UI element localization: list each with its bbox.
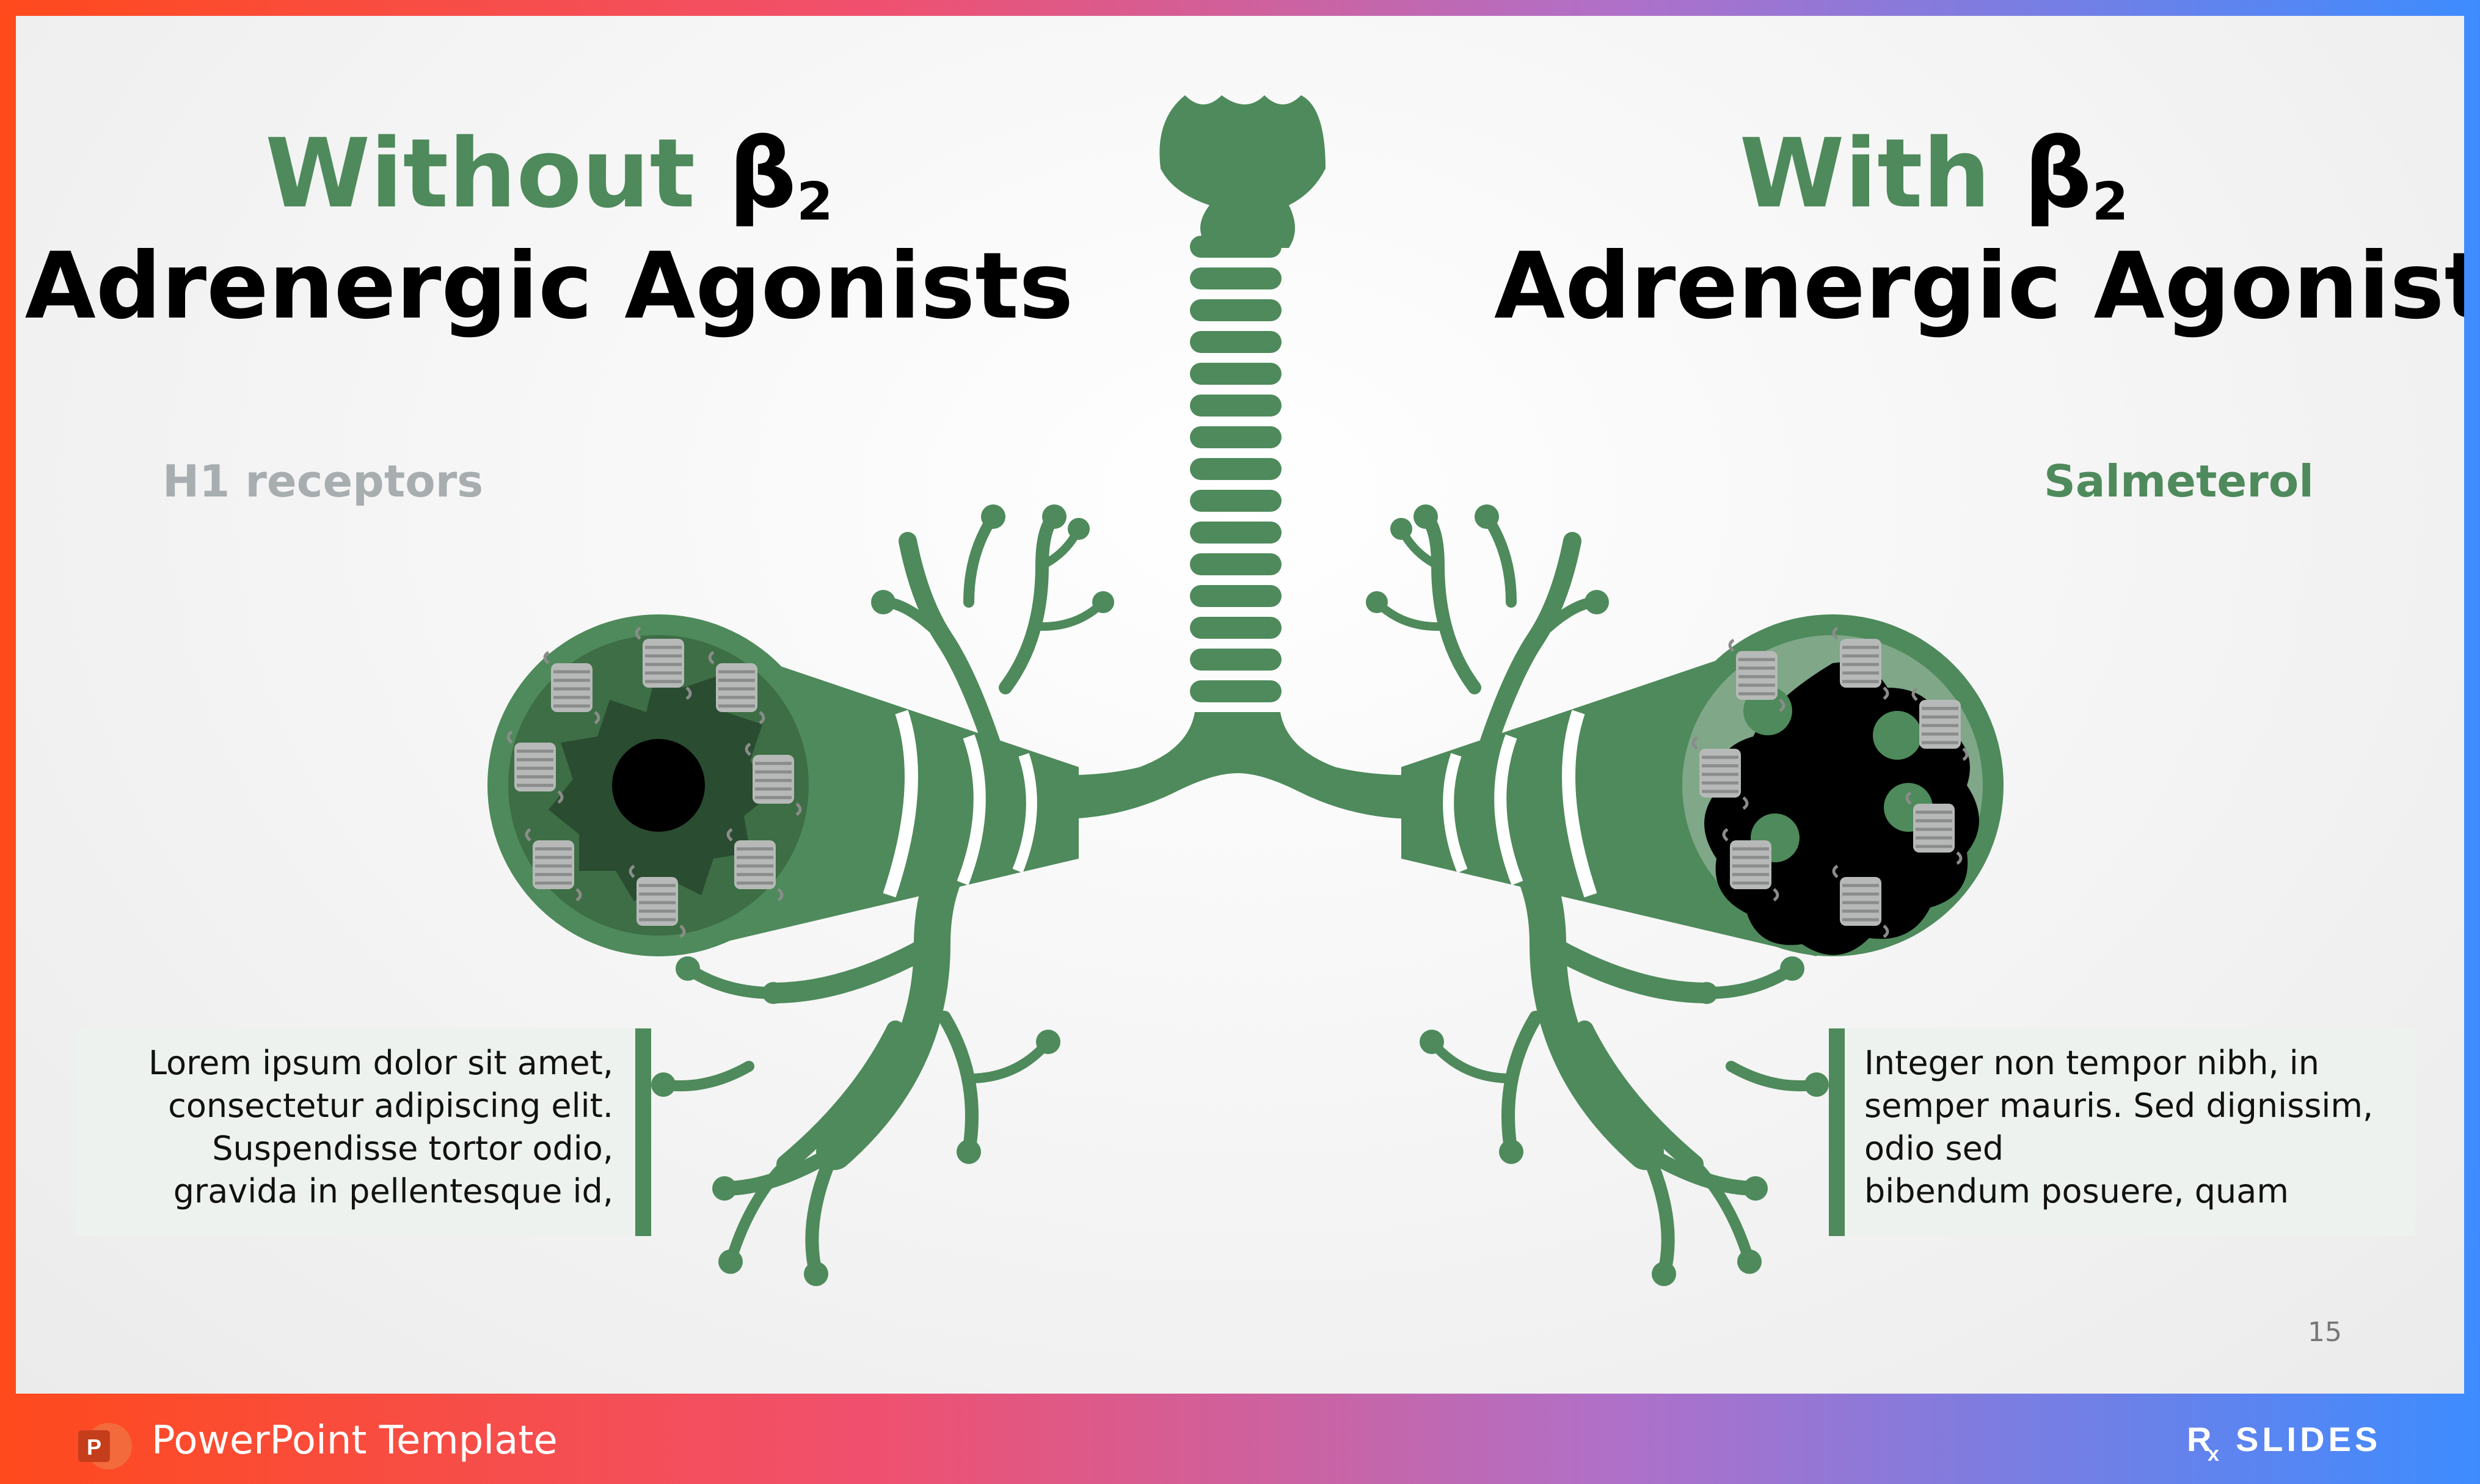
right-text-line: bibendum posuere, quam bbox=[1864, 1172, 2289, 1210]
bronchi bbox=[1018, 712, 1457, 819]
trachea bbox=[1190, 236, 1282, 702]
right-text-line: semper mauris. Sed dignissim, bbox=[1864, 1086, 2374, 1125]
right-title-line2: Adrenergic Agonists bbox=[1494, 233, 2464, 340]
right-title-sub: 2 bbox=[2092, 171, 2129, 233]
rx-slides-logo: R x SLIDES bbox=[2187, 1420, 2381, 1464]
left-title-symbol: β bbox=[728, 118, 797, 229]
right-text: Integer non tempor nibh, in semper mauri… bbox=[1864, 1042, 2402, 1213]
left-text: Lorem ipsum dolor sit amet, consectetur … bbox=[148, 1044, 613, 1210]
left-alveoli bbox=[651, 504, 1114, 1286]
right-text-line: Integer non tempor nibh, in bbox=[1864, 1044, 2320, 1082]
svg-text:R: R bbox=[2187, 1420, 2211, 1458]
right-text-line: odio sed bbox=[1864, 1129, 2004, 1168]
lung-illustration bbox=[487, 95, 2004, 1286]
left-text-box[interactable]: Lorem ipsum dolor sit amet, consectetur … bbox=[76, 1028, 651, 1236]
larynx bbox=[1159, 95, 1326, 248]
page-number: 15 bbox=[2308, 1317, 2342, 1348]
right-accent-bar bbox=[1829, 1028, 1845, 1236]
left-accent-bar bbox=[635, 1028, 651, 1236]
right-airway-cross-section bbox=[1661, 614, 2004, 956]
h1-receptors-label: H1 receptors bbox=[162, 456, 484, 507]
right-title-word: With bbox=[1739, 118, 1991, 229]
footer-label: PowerPoint Template bbox=[151, 1418, 558, 1463]
svg-text:P: P bbox=[87, 1435, 101, 1460]
left-title-line2: Adrenergic Agonists bbox=[24, 233, 1074, 340]
svg-text:x: x bbox=[2208, 1442, 2219, 1464]
salmeterol-label: Salmeterol bbox=[2044, 456, 2314, 507]
slide: Without β2 Adrenergic Agonists With β2 A… bbox=[16, 16, 2464, 1394]
right-title-symbol: β bbox=[2024, 118, 2092, 229]
powerpoint-icon: P bbox=[78, 1423, 132, 1469]
left-title-line1: Without β2 bbox=[16, 126, 1082, 228]
left-title-word: Without bbox=[265, 118, 696, 229]
svg-text:SLIDES: SLIDES bbox=[2236, 1420, 2381, 1458]
right-text-box[interactable]: Integer non tempor nibh, in semper mauri… bbox=[1829, 1028, 2415, 1236]
right-title-line1: With β2 bbox=[1494, 126, 2374, 228]
left-title-sub: 2 bbox=[797, 171, 833, 233]
left-airway-cross-section bbox=[487, 614, 830, 956]
